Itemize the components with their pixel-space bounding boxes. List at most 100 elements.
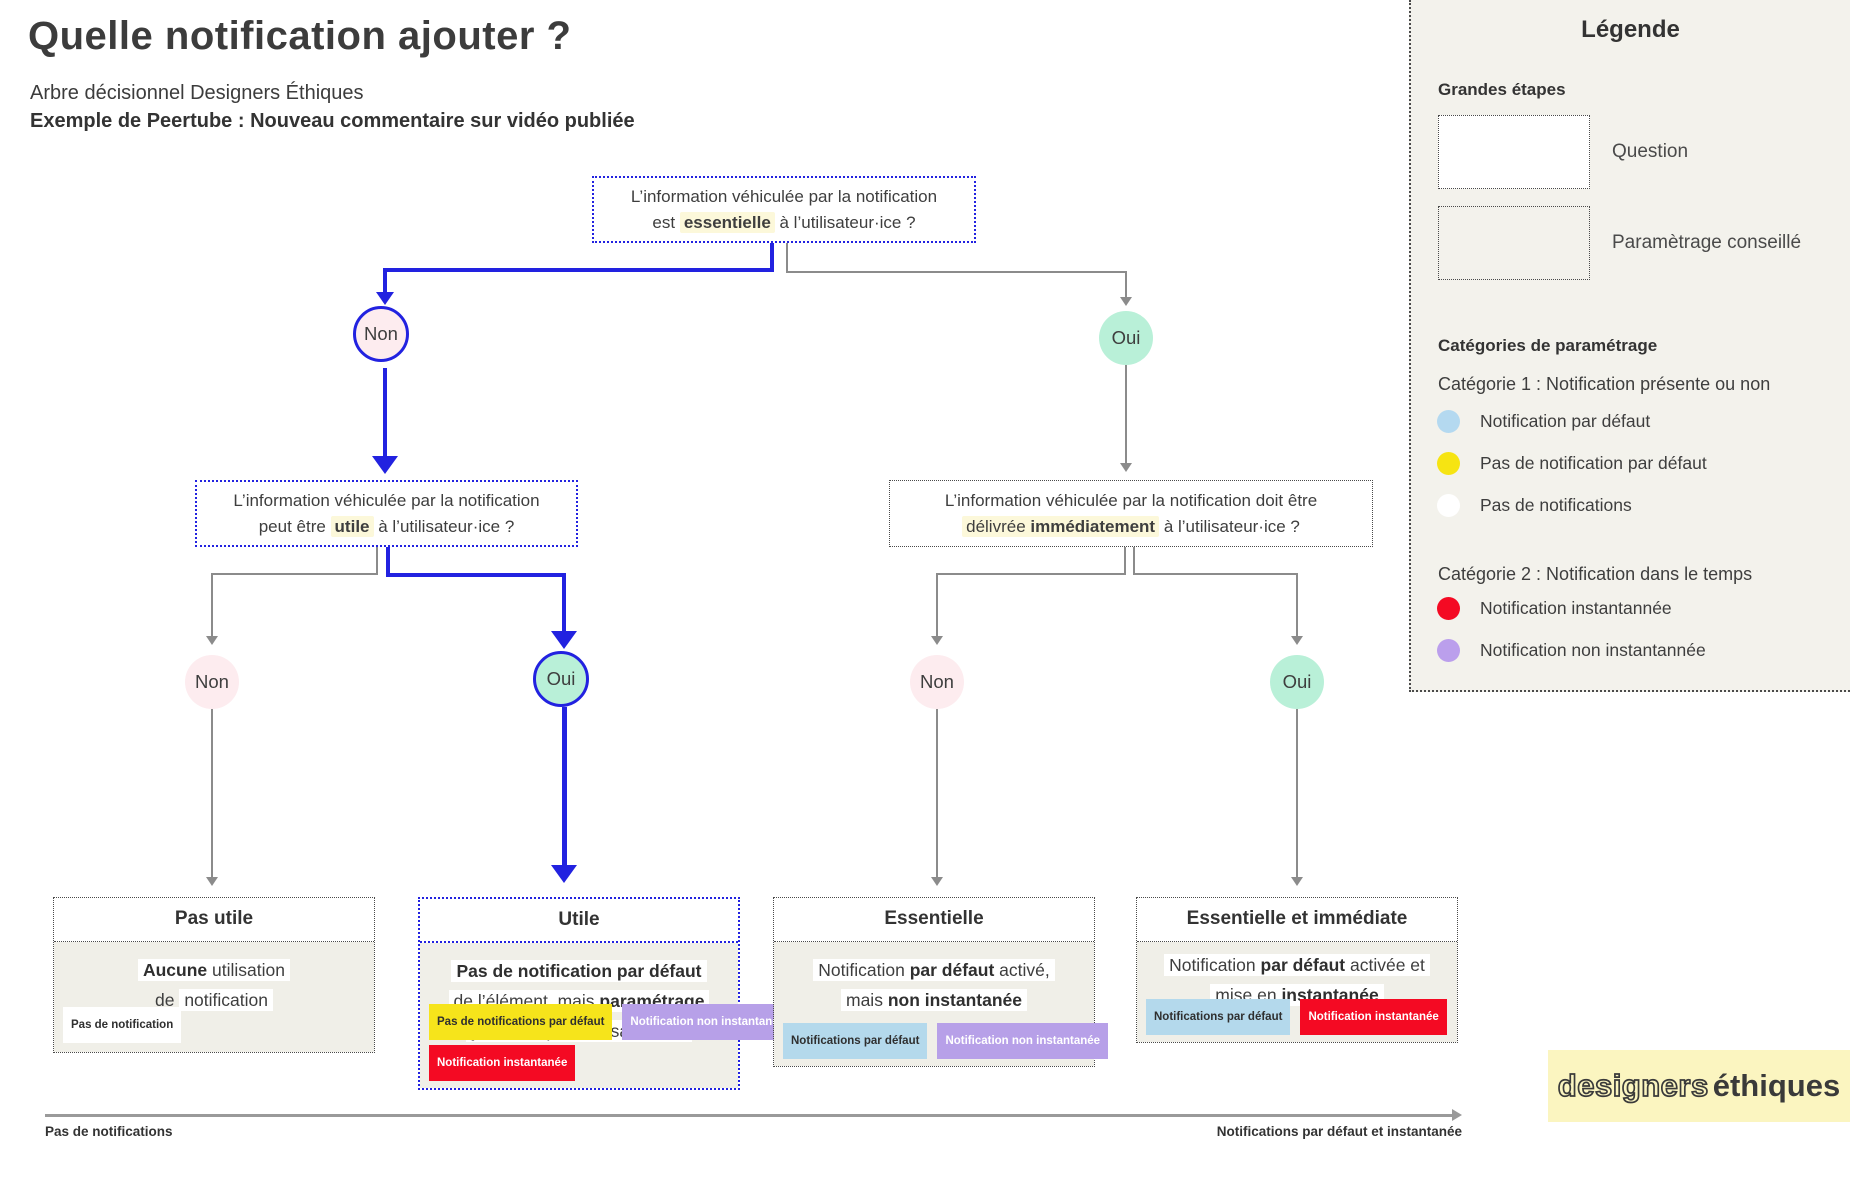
legend-item-label: Notification instantannée xyxy=(1480,597,1672,618)
connector xyxy=(386,547,390,575)
logo-solid-text: éthiques xyxy=(1712,1068,1841,1103)
axis-label-left: Pas de notifications xyxy=(45,1124,173,1139)
result-badges: Pas de notification xyxy=(63,1002,182,1043)
connector xyxy=(1125,271,1127,299)
connector xyxy=(1133,547,1135,575)
arrow-right-icon xyxy=(1452,1109,1462,1121)
legend-item-label: Pas de notifications xyxy=(1480,494,1632,515)
legend-steps-heading: Grandes étapes xyxy=(1438,80,1566,99)
result-badges: Notifications par défaut Notification in… xyxy=(1146,994,1447,1035)
node-non-level2-left: Non xyxy=(185,655,239,709)
legend-question-label: Question xyxy=(1612,141,1689,162)
example-subtitle: Exemple de Peertube : Nouveau commentair… xyxy=(30,110,635,132)
red-dot-icon xyxy=(1437,596,1460,620)
connector xyxy=(383,268,774,272)
arrow-down-icon xyxy=(1120,297,1132,306)
legend-cat2-heading: Catégorie 2 : Notification dans le temps xyxy=(1438,564,1753,584)
yellow-dot-icon xyxy=(1437,451,1460,475)
legend-param-swatch xyxy=(1438,206,1590,280)
arrow-down-icon xyxy=(206,877,218,886)
node-oui-level2-right: Oui xyxy=(1270,655,1324,709)
legend-item-notif-instantannee: Notification instantannée xyxy=(1437,596,1672,620)
arrow-down-icon xyxy=(1291,636,1303,645)
legend-item-pas-de-notifications: Pas de notifications xyxy=(1437,493,1632,517)
arrow-down-icon xyxy=(206,636,218,645)
connector xyxy=(211,573,213,638)
node-label: Non xyxy=(364,323,398,344)
axis-line xyxy=(45,1114,1455,1117)
question-text: L’information véhiculée par la notificat… xyxy=(944,490,1318,510)
page-title: Quelle notification ajouter ? xyxy=(28,14,572,58)
legend-item-label: Notification par défaut xyxy=(1480,410,1651,431)
question-text: à l’utilisateur·ice ? xyxy=(373,516,515,536)
result-title: Essentielle et immédiate xyxy=(1137,898,1457,942)
highlight: utile xyxy=(330,515,374,537)
badge-notification-non-instantanee: Notification non instantanée xyxy=(937,1023,1109,1059)
connector xyxy=(211,573,378,575)
connector xyxy=(1296,709,1298,879)
white-dot-icon xyxy=(1437,493,1460,517)
logo-outline-text: designers xyxy=(1557,1067,1709,1104)
highlight: essentielle xyxy=(679,211,775,233)
purple-dot-icon xyxy=(1437,638,1460,662)
connector xyxy=(786,243,788,273)
question-text: peut être xyxy=(258,516,331,536)
legend-item-label: Pas de notification par défaut xyxy=(1480,452,1707,473)
legend-title: Légende xyxy=(1581,16,1680,43)
result-body: Notification par défaut activée et mise … xyxy=(1137,942,1457,1042)
badge-notifications-par-defaut: Notifications par défaut xyxy=(783,1023,928,1059)
node-label: Non xyxy=(920,671,954,692)
arrow-down-icon xyxy=(372,456,398,474)
result-title: Pas utile xyxy=(54,898,374,942)
badge-notification-non-instantanee: Notification non instantanée xyxy=(622,1004,794,1040)
legend-question-swatch xyxy=(1438,115,1590,189)
result-body: Notification par défaut activé, mais non… xyxy=(774,942,1109,1066)
legend-item-notif-non-instantannee: Notification non instantannée xyxy=(1437,638,1706,662)
legend-panel: Légende Grandes étapes Question Paramètr… xyxy=(1409,0,1850,692)
node-non-level1: Non xyxy=(353,306,409,362)
node-label: Oui xyxy=(1282,671,1312,692)
arrow-down-icon xyxy=(551,631,577,649)
connector xyxy=(1124,547,1126,575)
node-oui-level2-left: Oui xyxy=(533,651,589,707)
connector xyxy=(211,709,213,879)
connector xyxy=(562,573,566,633)
arrow-down-icon xyxy=(551,865,577,883)
arrow-down-icon xyxy=(1291,877,1303,886)
arrow-down-icon xyxy=(931,636,943,645)
question-box-immediatement: L’information véhiculée par la notificat… xyxy=(889,480,1373,547)
legend-cat1-heading: Catégorie 1 : Notification présente ou n… xyxy=(1438,374,1771,394)
node-label: Non xyxy=(195,671,229,692)
badge-notification-instantanee: Notification instantanée xyxy=(429,1045,576,1081)
arrow-down-icon xyxy=(931,877,943,886)
axis-label-right: Notifications par défaut et instantanée xyxy=(1216,1124,1462,1139)
node-oui-level1: Oui xyxy=(1099,311,1153,365)
badge-notification-instantanee: Notification instantanée xyxy=(1300,999,1447,1035)
result-title: Utile xyxy=(420,899,738,943)
result-box-pas-utile: Pas utile Aucune utilisation de notifica… xyxy=(53,897,375,1053)
legend-item-label: Notification non instantannée xyxy=(1480,639,1706,660)
question-text: est xyxy=(652,212,680,232)
designers-ethiques-logo: designers éthiques xyxy=(1548,1050,1850,1122)
result-box-essentielle-immediate: Essentielle et immédiate Notification pa… xyxy=(1136,897,1458,1043)
badge-pas-de-notification: Pas de notification xyxy=(63,1007,182,1043)
connector xyxy=(1296,573,1298,638)
question-box-essentielle: L’information véhiculée par la notificat… xyxy=(592,176,976,243)
legend-item-notif-par-defaut: Notification par défaut xyxy=(1437,409,1650,433)
arrow-down-icon xyxy=(376,292,394,305)
connector xyxy=(376,547,378,575)
connector xyxy=(936,573,1126,575)
result-badges: Notifications par défaut Notification no… xyxy=(783,1018,1109,1059)
question-text: à l’utilisateur·ice ? xyxy=(774,212,916,232)
blue-dot-icon xyxy=(1437,409,1460,433)
node-non-level2-right: Non xyxy=(910,655,964,709)
arrow-down-icon xyxy=(1120,463,1132,472)
node-label: Oui xyxy=(1111,327,1141,348)
question-text: L’information véhiculée par la notificat… xyxy=(233,490,540,510)
result-badges: Pas de notifications par défaut Notifica… xyxy=(429,999,794,1081)
connector xyxy=(1125,365,1127,465)
result-box-essentielle: Essentielle Notification par défaut acti… xyxy=(773,897,1109,1067)
badge-pas-de-notifications-par-defaut: Pas de notifications par défaut xyxy=(429,1004,613,1040)
connector xyxy=(936,573,938,638)
result-box-utile: Utile Pas de notification par défaut de … xyxy=(418,897,794,1090)
